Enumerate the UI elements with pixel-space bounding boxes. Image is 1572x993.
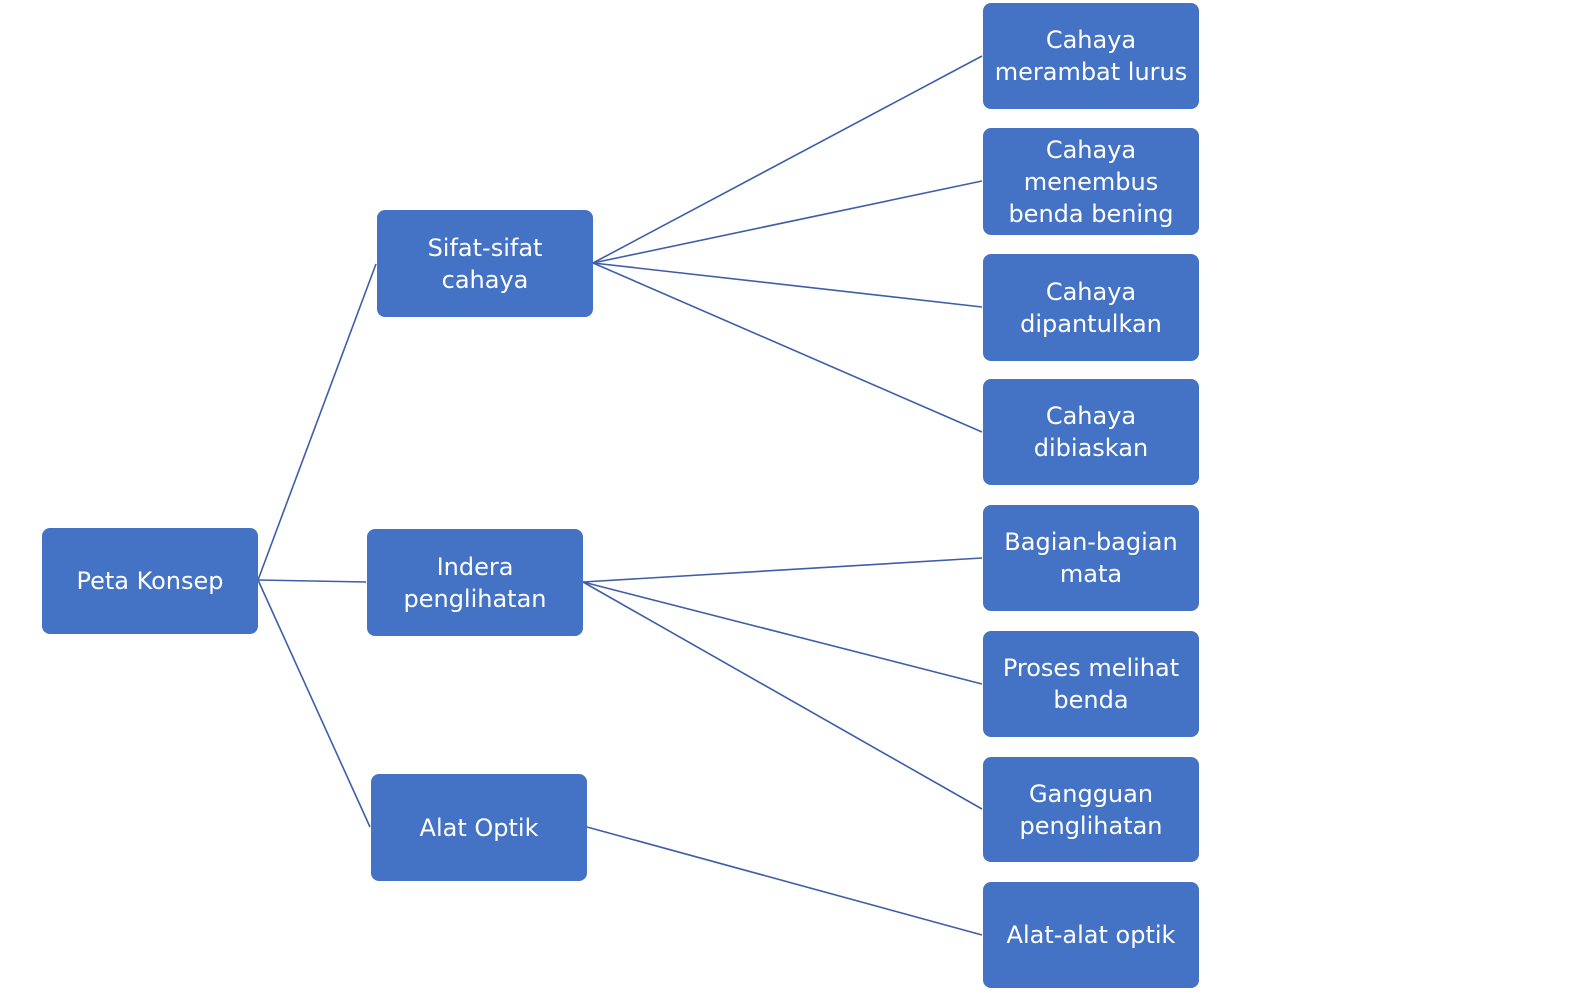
connector-root-to-branch-1 [257, 263, 377, 581]
connector-branch-1-to-leaf-3 [592, 262, 983, 308]
leaf-node-cahaya-menembus-benda-bening: Cahaya menembus benda bening [983, 128, 1199, 235]
connector-branch-1-to-leaf-1 [592, 55, 983, 264]
root-node-label: Peta Konsep [76, 567, 224, 595]
branch-node-sifat-sifat-cahaya: Sifat-sifat cahaya [377, 210, 593, 317]
connector-branch-2-to-leaf-5 [582, 557, 983, 583]
leaf-node-label: Cahaya menembus benda bening [1008, 135, 1174, 228]
leaf-node-gangguan-penglihatan: Gangguan penglihatan [983, 757, 1199, 862]
leaf-node-label: Gangguan penglihatan [1019, 779, 1163, 840]
branch-node-label: Indera penglihatan [403, 552, 547, 613]
leaf-node-label: Alat-alat optik [1006, 921, 1176, 949]
leaf-node-label: Bagian-bagian mata [1004, 528, 1178, 588]
leaf-node-bagian-bagian-mata: Bagian-bagian mata [983, 505, 1199, 611]
leaf-node-label: Cahaya dipantulkan [1020, 277, 1162, 338]
leaf-node-label: Cahaya merambat lurus [994, 26, 1188, 86]
branch-node-indera-penglihatan: Indera penglihatan [367, 529, 583, 636]
branch-node-alat-optik: Alat Optik [371, 774, 587, 881]
leaf-node-proses-melihat-benda: Proses melihat benda [983, 631, 1199, 737]
leaf-node-label: Cahaya dibiaskan [1033, 402, 1149, 462]
connector-branch-2-to-leaf-7 [582, 581, 983, 810]
connector-root-to-branch-2 [257, 579, 367, 583]
connector-branch-2-to-leaf-6 [582, 581, 983, 685]
connector-root-to-branch-3 [257, 579, 371, 828]
branch-node-label: Sifat-sifat cahaya [427, 233, 543, 294]
connector-branch-1-to-leaf-4 [592, 262, 983, 433]
leaf-node-cahaya-dipantulkan: Cahaya dipantulkan [983, 254, 1199, 361]
leaf-node-alat-alat-optik: Alat-alat optik [983, 882, 1199, 988]
root-node-peta-konsep: Peta Konsep [42, 528, 258, 634]
branch-node-label: Alat Optik [419, 813, 539, 842]
leaf-node-cahaya-merambat-lurus: Cahaya merambat lurus [983, 3, 1199, 109]
leaf-node-label: Proses melihat benda [1002, 654, 1180, 714]
connector-branch-1-to-leaf-2 [592, 180, 983, 264]
leaf-node-cahaya-dibiaskan: Cahaya dibiaskan [983, 379, 1199, 485]
connector-branch-3-to-leaf-8 [586, 826, 983, 936]
